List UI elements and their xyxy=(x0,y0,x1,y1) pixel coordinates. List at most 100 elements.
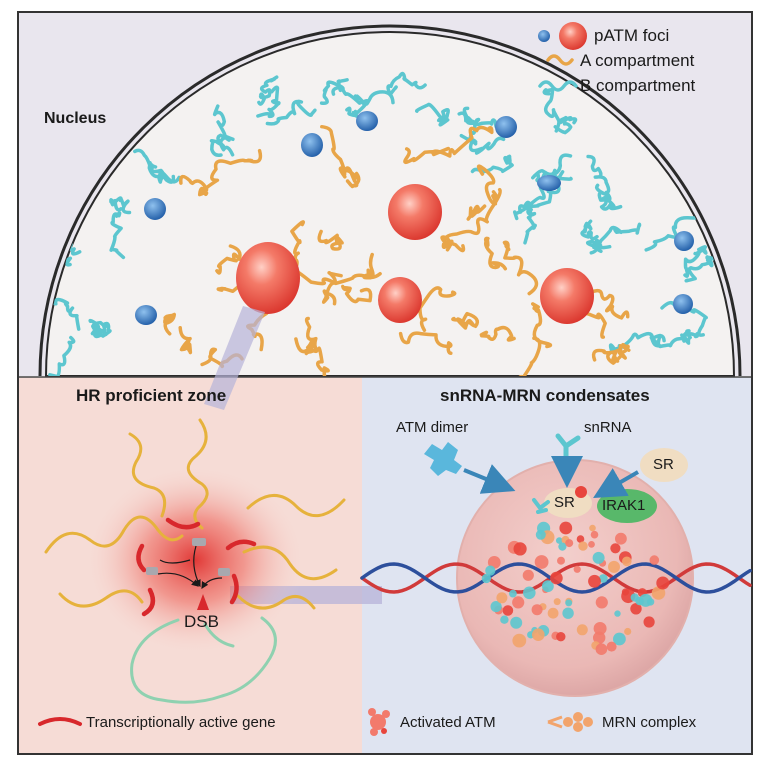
condensate-protein xyxy=(621,588,630,596)
condensate-protein xyxy=(593,622,607,635)
condensate-protein xyxy=(598,574,608,583)
condensate-protein xyxy=(496,592,508,604)
condensate-protein xyxy=(595,643,608,655)
condensate-protein xyxy=(502,605,514,616)
patm-small-focus xyxy=(301,133,323,157)
condensate-protein xyxy=(558,542,567,551)
condensate-protein xyxy=(608,560,620,573)
a-compartment-legend-icon xyxy=(546,54,574,66)
condensate-protein xyxy=(588,541,595,548)
patm-focus xyxy=(540,268,594,324)
condensate-protein xyxy=(610,543,621,554)
patm-small-focus xyxy=(674,231,694,251)
condensate-protein xyxy=(532,628,545,641)
condensate-protein xyxy=(547,607,559,619)
legend-a-compartment: A compartment xyxy=(580,51,695,70)
patm-foci xyxy=(236,184,594,324)
patm-small-focus xyxy=(495,116,517,138)
dsb-label: DSB xyxy=(184,612,219,631)
condensate-protein xyxy=(490,601,502,613)
patm-small-focus xyxy=(135,305,157,325)
condensate-protein xyxy=(588,574,601,588)
hr-zone-title: HR proficient zone xyxy=(76,386,227,405)
dsb-marker-icon xyxy=(197,594,209,610)
condensate-protein xyxy=(542,580,554,593)
condensate-protein xyxy=(615,532,627,545)
condensate-protein xyxy=(535,529,546,540)
condensate-protein xyxy=(510,616,523,629)
condensate-protein xyxy=(649,555,660,565)
condensate-protein xyxy=(559,521,573,535)
top-legend xyxy=(538,22,587,92)
condensate-protein xyxy=(646,598,655,606)
legend-patm-foci: pATM foci xyxy=(594,26,670,45)
condensate-protein xyxy=(651,586,666,600)
zoom-connector-left xyxy=(204,306,265,410)
activated-atm-legend-icon xyxy=(368,708,390,736)
condensate-protein xyxy=(557,556,565,565)
condensate-protein xyxy=(500,615,509,624)
active-gene-legend-icon xyxy=(38,717,82,726)
patm-small-focus xyxy=(673,294,693,314)
patm-small-legend-icon xyxy=(538,30,550,42)
legend-b-compartment: B compartment xyxy=(580,76,696,95)
condensate-protein xyxy=(613,632,626,646)
dsb-arrows xyxy=(157,545,223,590)
condensate-protein xyxy=(573,565,581,573)
condensate-protein xyxy=(589,524,596,532)
condensate-protein xyxy=(656,576,670,590)
atm-dimer-icon xyxy=(424,442,462,476)
condensate-protein xyxy=(576,535,585,543)
condensate-protein xyxy=(509,589,517,598)
active-gene-legend-label: Transcriptionally active gene xyxy=(86,714,276,731)
condensate-protein xyxy=(565,599,573,607)
protein-markers xyxy=(146,538,230,576)
condensate-protein xyxy=(565,539,574,548)
condensate-protein xyxy=(595,596,608,609)
b-compartment-legend-icon xyxy=(538,80,578,92)
recruitment-arrows xyxy=(463,456,640,499)
patm-small-focus xyxy=(144,198,166,220)
condensate-protein xyxy=(592,551,605,564)
condensate-protein xyxy=(531,604,543,616)
sr-outer-label: SR xyxy=(653,456,674,473)
patm-focus xyxy=(388,184,442,240)
hr-zone-diagram xyxy=(44,418,346,704)
condensate-protein xyxy=(630,603,642,615)
condensate-protein xyxy=(512,596,525,609)
condensate-protein xyxy=(512,633,527,648)
sr-protein-outer xyxy=(640,448,688,482)
condensate-protein xyxy=(614,610,621,617)
irak1-label: IRAK1 xyxy=(602,497,646,514)
patm-small-focus xyxy=(537,175,561,191)
patm-focus xyxy=(236,242,300,314)
snrna-label: snRNA xyxy=(584,419,632,436)
condensate-protein xyxy=(485,565,496,576)
condensate-protein xyxy=(622,556,632,567)
nucleus-label: Nucleus xyxy=(44,110,107,127)
condensate-protein xyxy=(643,616,655,628)
condensate-title: snRNA-MRN condensates xyxy=(440,386,650,405)
condensate-protein xyxy=(562,607,574,619)
condensate-protein xyxy=(550,571,563,585)
hr-zone-chromatin xyxy=(44,418,346,704)
atm-dimer-label: ATM dimer xyxy=(396,419,469,436)
condensate-protein xyxy=(624,627,632,636)
snrna-inner-icon xyxy=(532,498,550,514)
mrn-complex-legend-icon xyxy=(547,712,593,732)
patm-small-focus xyxy=(356,111,378,131)
mrn-complex-legend-label: MRN complex xyxy=(602,714,697,731)
condensate-protein xyxy=(556,632,566,642)
condensate-protein xyxy=(578,541,588,551)
patm-large-legend-icon xyxy=(559,22,587,50)
phospho-site xyxy=(575,486,587,498)
condensate-protein xyxy=(481,573,492,584)
hr-zone-glow xyxy=(85,465,305,655)
condensate-protein xyxy=(513,542,527,556)
condensate-diagram xyxy=(360,433,752,697)
condensate-contents xyxy=(481,521,670,655)
sr-inner-label: SR xyxy=(554,494,575,511)
patm-focus xyxy=(378,277,422,323)
condensate-protein xyxy=(606,641,617,652)
